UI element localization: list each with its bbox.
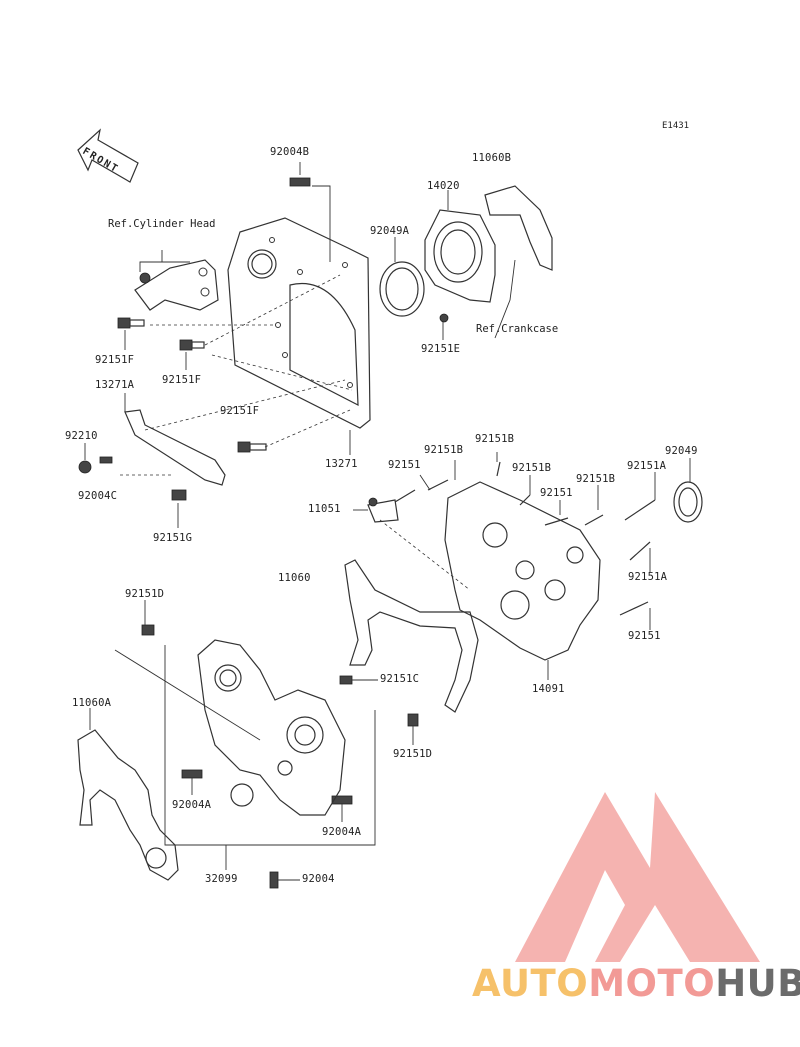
ref-cylinder-head: Ref.Cylinder Head [108,218,216,230]
part-label: 92151 [388,459,421,471]
bracket-11051 [367,497,399,523]
part-label: 92151G [153,532,193,544]
part-label: 32099 [205,873,238,885]
ref-crankcase: Ref.Crankcase [476,323,559,335]
leader-lines [84,162,691,881]
part-label: 92151 [628,630,661,642]
part-label: 14020 [427,180,460,192]
part-label: 92151A [628,571,668,583]
part-label: 92004 [302,873,335,885]
part-label: 11051 [308,503,341,515]
watermark-part3: HUB [715,962,800,1005]
bolts-lower [141,624,419,889]
gasket-11060B [484,185,553,271]
part-label: 13271 [325,458,358,470]
part-label: 92151D [125,588,165,600]
cylinder-head-bracket [134,259,219,311]
part-label: 13271A [95,379,135,391]
gasket-plate-13271 [227,217,371,429]
front-arrow-icon [77,128,139,183]
bracket-13271A [78,409,226,501]
oil-seal-92049A [379,261,425,317]
part-label: 92004B [270,146,310,158]
part-label: 92151F [220,405,260,417]
part-label: 92004C [78,490,118,502]
part-label: 14091 [532,683,565,695]
part-label: 11060A [72,697,112,709]
part-label: 92004A [172,799,212,811]
seal-housing-14020 [424,209,496,323]
part-label: 11060 [278,572,311,584]
cover-14091 [444,481,601,661]
part-label: 92151A [627,460,667,472]
bolts-top-left [117,177,311,453]
part-label: 92049A [370,225,410,237]
part-label: 92151F [162,374,202,386]
part-label: 92004A [322,826,362,838]
oil-seal-92049 [673,481,703,523]
bolts-upper-right [394,461,656,616]
part-label: 92151B [475,433,515,445]
gasket-11060A [77,729,179,881]
gasket-11060 [344,559,479,713]
watermark-wordmark: AUTOMOTOHUB [472,962,800,1005]
watermark-part2: MOTO [588,962,716,1005]
watermark-logo [515,792,760,962]
part-label: 92151B [576,473,616,485]
timing-cover-32099 [197,639,346,816]
part-label: 92151B [512,462,552,474]
part-label: 92210 [65,430,98,442]
part-label: 92049 [665,445,698,457]
part-label: 92151C [380,673,420,685]
part-label: 92151 [540,487,573,499]
part-label: 92151B [424,444,464,456]
part-label: 11060B [472,152,512,164]
watermark-part1: AUTO [472,962,589,1005]
part-label: 92151F [95,354,135,366]
diagram-code: E1431 [662,121,690,131]
part-label: 92151E [421,343,461,355]
part-label: 92151D [393,748,433,760]
